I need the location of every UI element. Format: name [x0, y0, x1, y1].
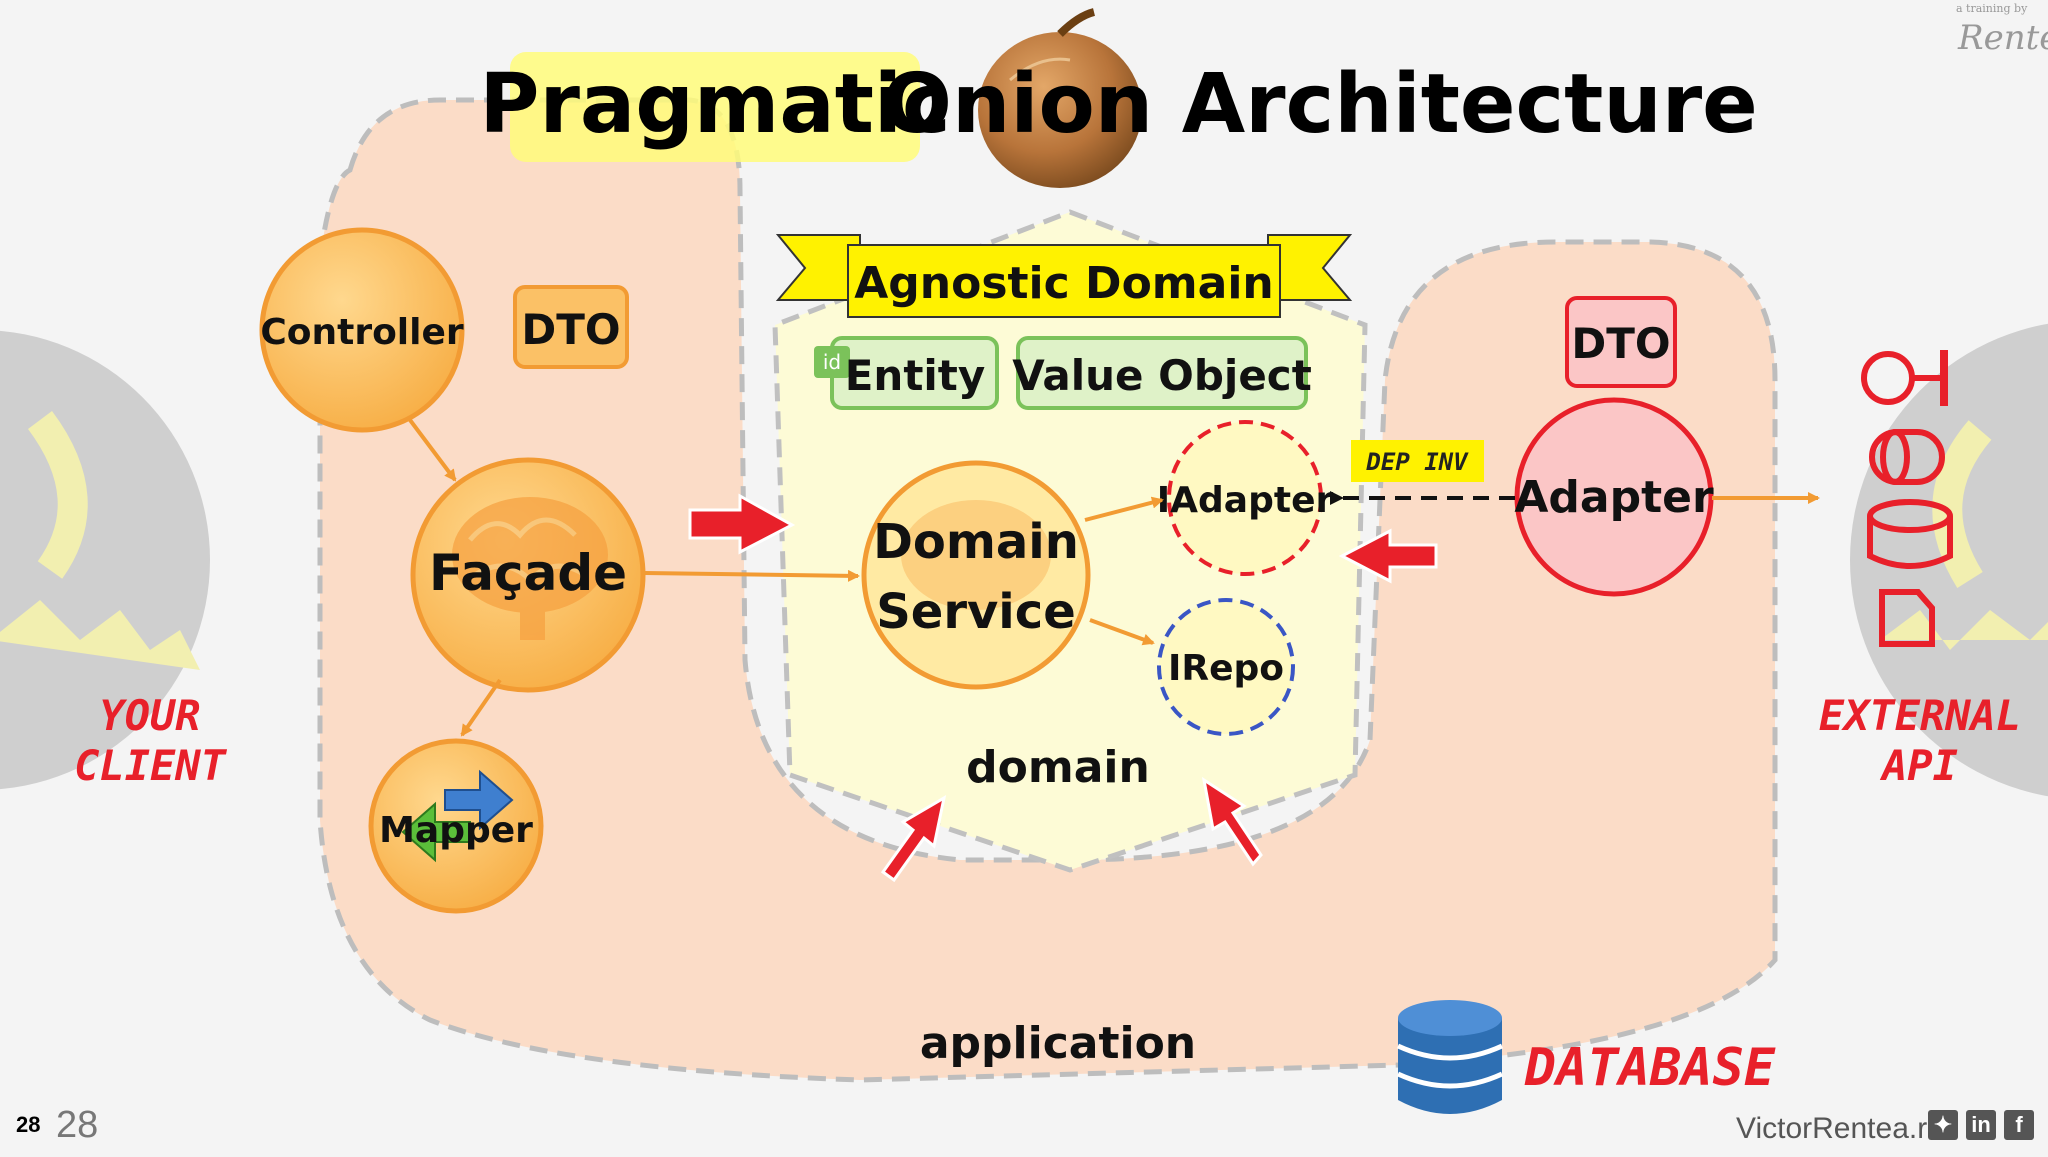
mapper-node: Mapper: [368, 738, 544, 914]
controller-label: Controller: [260, 312, 464, 353]
external-label-line2: API: [1879, 741, 1958, 790]
facade-to-service-arrow: [644, 569, 860, 582]
external-label-line1: EXTERNAL: [1819, 691, 2021, 740]
database-label: DATABASE: [1524, 1038, 1776, 1098]
linkedin-icon[interactable]: in: [1966, 1110, 1996, 1140]
client-face-icon: [0, 330, 210, 790]
agnostic-domain-banner: Agnostic Domain: [775, 234, 1353, 318]
value-object-box: Value Object: [1012, 336, 1312, 410]
client-label-line2: CLIENT: [74, 741, 227, 790]
dep-inv-tag: DEP INV: [1351, 440, 1484, 482]
banner-label: Agnostic Domain: [854, 258, 1274, 309]
entity-id-badge: id: [823, 350, 841, 374]
facade-label: Façade: [429, 544, 627, 602]
application-layer: [317, 97, 1778, 1083]
service-to-iadapter-arrow: [1084, 496, 1164, 522]
red-arrow-bottom-right: [1201, 776, 1263, 867]
domain-service-line1: Domain: [873, 514, 1079, 570]
red-arrow-bottom-left: [880, 794, 947, 883]
brand-signature: Rentea: [1958, 18, 2048, 58]
onion-icon: [978, 8, 1142, 188]
swap-arrows-icon: [401, 769, 514, 863]
domain-layer-label: domain: [966, 742, 1150, 793]
iadapter-node: IAdapter: [1157, 420, 1334, 576]
red-arrow-into-domain-right: [1338, 528, 1438, 584]
interface-lollipop-icon: [1861, 350, 1948, 406]
title-right: Onion Architecture: [882, 57, 1758, 152]
db-cylinder-icon: [1867, 499, 1953, 569]
domain-service-node: Domain Service: [861, 460, 1091, 690]
facade-node: Façade: [410, 457, 646, 693]
slide-number-small: 28: [16, 1112, 41, 1137]
iadapter-label: IAdapter: [1157, 480, 1334, 521]
entity-label: Entity: [845, 351, 986, 400]
file-icon: [1879, 589, 1935, 647]
twitter-icon[interactable]: ✦: [1928, 1110, 1958, 1140]
service-to-irepo-arrow: [1089, 618, 1155, 646]
external-face-icon: [1850, 323, 2048, 797]
value-object-label: Value Object: [1012, 351, 1312, 400]
domain-service-line2: Service: [876, 584, 1076, 640]
dep-inv-label: DEP INV: [1365, 448, 1469, 476]
facebook-icon[interactable]: f: [2004, 1110, 2034, 1140]
right-dto-label: DTO: [1571, 319, 1670, 368]
controller-to-facade-arrow: [408, 418, 457, 482]
left-dto-box: DTO: [513, 285, 629, 369]
irepo-label: IRepo: [1168, 648, 1284, 689]
controller-node: Controller: [259, 227, 465, 433]
queue-icon: [1869, 429, 1945, 485]
right-dto-box: DTO: [1565, 296, 1677, 388]
application-layer-label: application: [920, 1018, 1196, 1069]
irepo-node: IRepo: [1157, 598, 1295, 736]
title-highlight: [510, 52, 920, 162]
database-icon: [1396, 1000, 1504, 1114]
mapper-label: Mapper: [379, 810, 533, 851]
brain-icon: [901, 500, 1051, 610]
left-dto-label: DTO: [521, 305, 620, 354]
brain-icon: [452, 497, 608, 640]
adapter-node: Adapter: [1514, 397, 1714, 597]
client-label-line1: YOUR: [99, 691, 200, 740]
red-arrow-into-domain-left: [688, 493, 796, 555]
facade-to-mapper-arrow: [460, 678, 502, 737]
brand-tagline: a training by: [1956, 2, 2028, 15]
slide-number: 28: [56, 1104, 99, 1146]
adapter-label: Adapter: [1514, 472, 1714, 523]
site-link[interactable]: VictorRentea.ro: [1736, 1112, 1944, 1145]
entity-box: id Entity: [814, 336, 999, 410]
title-left: Pragmatic: [479, 57, 950, 152]
